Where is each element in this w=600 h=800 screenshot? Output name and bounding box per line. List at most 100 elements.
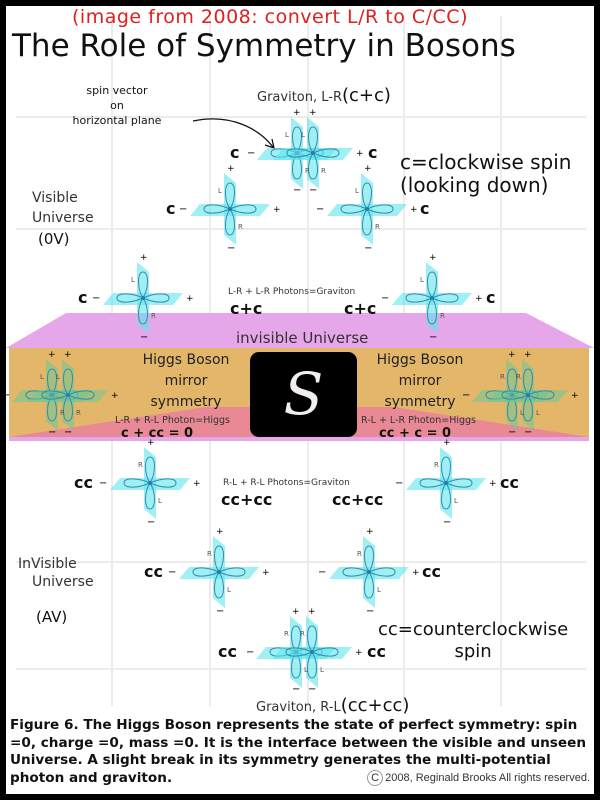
svg-text:R: R <box>207 550 212 558</box>
svg-text:−: − <box>364 243 372 254</box>
svg-text:−: − <box>524 427 532 438</box>
svg-text:R: R <box>284 630 289 638</box>
visible-universe-code: (0V) <box>38 230 70 248</box>
svg-text:+: + <box>524 350 532 360</box>
svg-text:L: L <box>420 276 424 284</box>
page-title: The Role of Symmetry in Bosons <box>12 28 516 64</box>
note-line: spin vector <box>86 84 148 97</box>
photon-spin-icon: LR+−−+ <box>92 253 194 343</box>
svg-text:−: − <box>508 427 516 438</box>
svg-text:+: + <box>292 607 300 617</box>
spin-tag: c <box>486 288 496 307</box>
svg-text:+: + <box>489 479 497 489</box>
annotation-note: (image from 2008: convert L/R to C/CC) <box>72 6 468 28</box>
label-line: Universe <box>32 210 94 226</box>
photon-spin-icon: RL+−−+ <box>168 527 270 617</box>
photon-spin-icon: LR+−−+ <box>381 253 483 343</box>
svg-text:+: + <box>193 479 201 489</box>
label-line: mirror <box>164 373 208 389</box>
svg-text:L: L <box>218 187 222 195</box>
svg-text:+: + <box>308 607 316 617</box>
svg-text:R: R <box>76 409 81 417</box>
svg-text:L: L <box>131 276 135 284</box>
svg-text:+: + <box>356 149 364 159</box>
svg-text:+: + <box>111 391 119 401</box>
spin-tag: c <box>78 288 88 307</box>
higgs-left-label: Higgs Boson mirror symmetry <box>126 350 246 413</box>
copyright-text: 2008, Reginald Brooks All rights reserve… <box>385 772 590 784</box>
top-graviton-label: Graviton, L-R(c+c) <box>257 86 391 107</box>
visible-photon-sum: L-R + L-R Photons=Graviton <box>228 287 356 297</box>
svg-text:−: − <box>247 148 255 159</box>
figure-caption: Figure 6. The Higgs Boson represents the… <box>10 717 587 786</box>
svg-text:+: + <box>309 108 317 118</box>
spin-tag: cc <box>367 642 386 661</box>
svg-text:L: L <box>536 409 540 417</box>
grid-line <box>16 228 586 230</box>
svg-text:R: R <box>300 630 305 638</box>
svg-text:R: R <box>321 167 326 175</box>
svg-text:−: − <box>6 390 10 401</box>
higgs-right-equation: R-L + L-R Photon=Higgs <box>361 415 476 426</box>
svg-text:−: − <box>316 204 324 215</box>
copyright-icon: C <box>367 770 384 786</box>
svg-text:−: − <box>179 204 187 215</box>
svg-text:+: + <box>273 205 281 215</box>
counterclockwise-note: cc=counterclockwise spin <box>378 619 568 663</box>
spin-tag: cc <box>500 473 519 492</box>
spin-tag: cc <box>218 642 237 661</box>
invisible-sum-left: cc+cc <box>221 490 273 509</box>
visible-sum-right: c+c <box>344 299 377 318</box>
svg-text:L: L <box>377 586 381 594</box>
graviton-hand-label: (c+c) <box>341 85 391 106</box>
svg-text:+: + <box>227 164 235 174</box>
svg-text:−: − <box>147 517 155 528</box>
svg-text:+: + <box>571 391 579 401</box>
svg-text:L: L <box>40 373 44 381</box>
spin-tag: c <box>368 143 378 162</box>
svg-text:−: − <box>99 478 107 489</box>
svg-text:−: − <box>292 684 300 695</box>
label-line: Universe <box>32 574 94 590</box>
note-line: on <box>110 99 124 112</box>
grid-line <box>16 561 586 563</box>
svg-text:R: R <box>60 409 65 417</box>
svg-text:−: − <box>293 185 301 196</box>
svg-text:−: − <box>366 606 374 617</box>
label-line: Higgs Boson <box>142 352 230 368</box>
higgs-left-equation: L-R + R-L Photon=Higgs <box>115 415 230 426</box>
svg-text:−: − <box>168 567 176 578</box>
svg-text:L: L <box>355 187 359 195</box>
svg-text:−: − <box>140 332 148 343</box>
svg-text:+: + <box>186 294 194 304</box>
photon-spin-icon: LR+−−+ <box>179 164 281 254</box>
svg-text:L: L <box>304 666 308 674</box>
photon-spin-icon: RL+−−+ <box>318 527 420 617</box>
svg-text:−: − <box>443 517 451 528</box>
higgs-right-label: Higgs Boson mirror symmetry <box>360 350 480 413</box>
svg-text:R: R <box>500 373 505 381</box>
clockwise-note: c=clockwise spin (looking down) <box>400 151 571 197</box>
visible-universe-label: Visible Universe <box>32 188 94 228</box>
svg-text:+: + <box>366 527 374 537</box>
invisible-universe-label: InVisible Universe <box>18 555 94 591</box>
svg-text:R: R <box>151 312 156 320</box>
svg-text:+: + <box>429 253 437 263</box>
graviton-label: Graviton, L-R <box>257 90 342 105</box>
spin-tag: cc <box>422 562 441 581</box>
svg-text:L: L <box>285 131 289 139</box>
photon-spin-icon: LR+−−+ <box>316 164 418 254</box>
svg-text:+: + <box>140 253 148 263</box>
invisible-universe-band <box>6 313 594 348</box>
svg-text:R: R <box>434 461 439 469</box>
svg-text:−: − <box>318 567 326 578</box>
note-line: (looking down) <box>400 173 549 197</box>
svg-text:+: + <box>48 350 56 360</box>
